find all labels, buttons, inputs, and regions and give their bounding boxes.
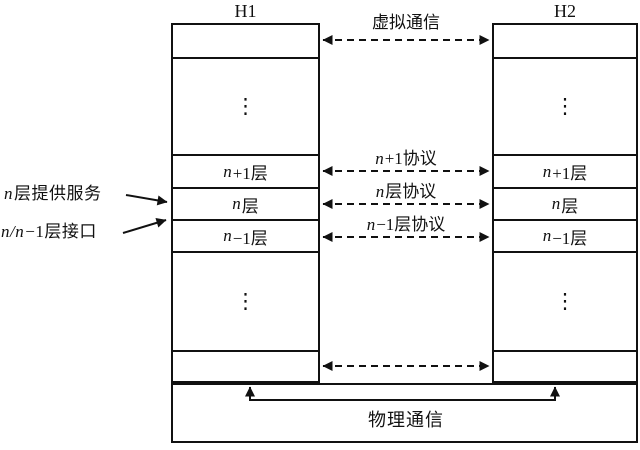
layer-n-plus-1-text: +1层	[232, 164, 268, 183]
interface-annotation-var: n/n	[1, 222, 25, 241]
h1-lower-ellipsis-box: ⋮	[173, 251, 318, 350]
interface-annotation-text: −1层接口	[25, 222, 97, 241]
protocol-n-var: n	[375, 182, 385, 201]
service-annotation-var: n	[4, 184, 13, 203]
protocol-n-minus-1-text: −1层协议	[376, 215, 446, 234]
layer-n-text: 层	[241, 196, 259, 216]
protocol-n-plus-1-text: +1协议	[384, 149, 437, 168]
physical-medium-box	[171, 383, 638, 443]
physical-communication-label: 物理通信	[368, 410, 444, 430]
h2-upper-ellipsis-box: ⋮	[494, 57, 636, 154]
h2-bottom-layer-box	[494, 350, 636, 381]
h1-upper-ellipsis-box: ⋮	[173, 57, 318, 154]
service-annotation-text: 层提供服务	[14, 184, 102, 203]
layer-n-minus-1-text: −1层	[232, 228, 268, 248]
host-h1-title: H1	[234, 1, 257, 21]
ellipsis: ⋮	[554, 94, 576, 118]
interface-annotation: n/n−1层接口	[1, 222, 97, 242]
layer-n-minus-1-var: n	[542, 226, 552, 245]
h1-top-layer-box	[173, 25, 318, 57]
interface-annotation-arrow	[122, 217, 167, 234]
h1-bottom-layer-box	[173, 350, 318, 381]
layer-n-var: n	[551, 194, 561, 213]
h2-layer-n-minus-1-box: n−1层	[494, 219, 636, 251]
layer-n-var: n	[232, 194, 241, 213]
protocol-n-minus-1-var: n	[366, 215, 376, 234]
layer-n-minus-1-text: −1层	[552, 228, 588, 248]
protocol-n-text: 层协议	[385, 182, 437, 201]
layer-n-plus-1-var: n	[223, 161, 232, 181]
h2-top-layer-box	[494, 25, 636, 57]
virtual-communication-label: 虚拟通信	[372, 13, 440, 32]
h1-layer-n-plus-1-box: n+1层	[173, 154, 318, 187]
ellipsis: ⋮	[554, 289, 576, 313]
protocol-n-minus-1-label: n−1层协议	[321, 215, 491, 235]
ellipsis: ⋮	[235, 94, 256, 118]
protocol-n-label: n层协议	[321, 182, 491, 202]
h1-layer-n-minus-1-box: n−1层	[173, 219, 318, 251]
h2-lower-ellipsis-box: ⋮	[494, 251, 636, 350]
service-annotation-arrow	[125, 194, 168, 206]
service-annotation: n层提供服务	[4, 184, 102, 204]
ellipsis: ⋮	[235, 289, 256, 313]
host-h2-title: H2	[554, 1, 576, 21]
h2-layer-n-plus-1-box: n+1层	[494, 154, 636, 187]
protocol-n-plus-1-label: n+1协议	[321, 149, 491, 169]
layer-n-text: 层	[561, 196, 579, 216]
layer-n-plus-1-var: n	[542, 161, 552, 181]
layer-n-plus-1-text: +1层	[552, 164, 588, 183]
layer-n-minus-1-var: n	[223, 226, 232, 245]
protocol-n-plus-1-var: n	[375, 149, 384, 168]
